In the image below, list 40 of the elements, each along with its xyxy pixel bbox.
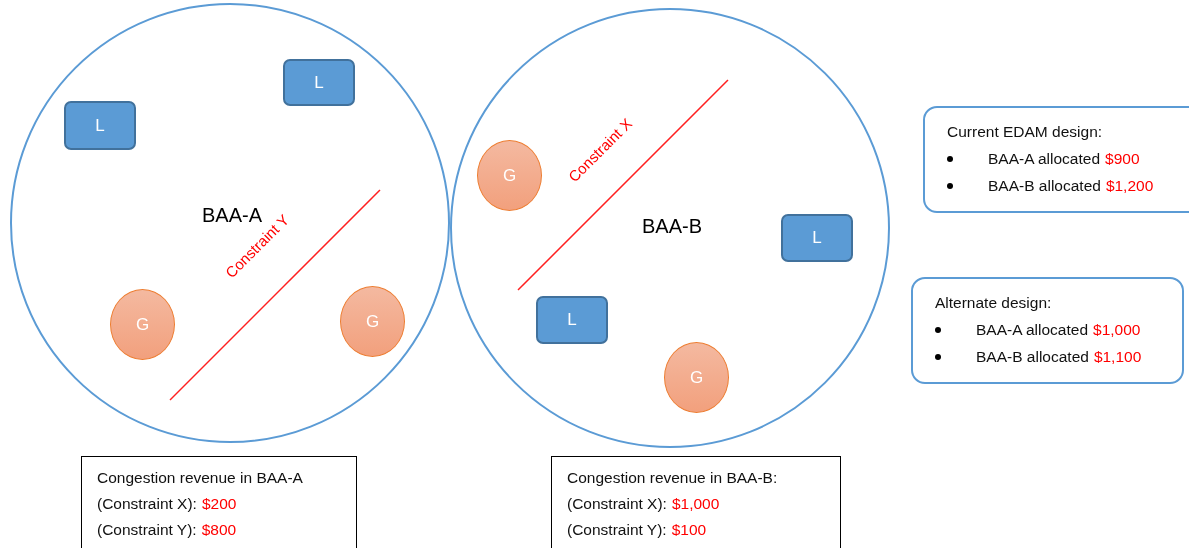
node-label: G [689,367,704,388]
item-label: BAA-B allocated [988,176,1101,196]
region-label: BAA-A [202,203,262,226]
node-label: L [314,72,324,93]
design-box [911,277,1184,384]
node-label: G [502,165,517,186]
load-box [781,214,853,262]
amount-value: $900 [1105,149,1140,169]
node-label: L [812,228,822,248]
node-label: G [135,314,150,335]
revenue-box [551,456,841,548]
node-label: L [567,310,577,330]
item-label: BAA-B allocated [976,347,1089,367]
amount-value: $1,000 [671,494,720,514]
amount-value: $800 [201,520,237,540]
node-label: G [365,311,380,332]
amount-value: $1,000 [1093,320,1141,340]
load-box [536,296,608,344]
item-label: (Constraint X): [97,494,197,514]
item-label: BAA-A allocated [988,149,1100,169]
region-circle [450,8,890,448]
amount-value: $100 [671,520,707,540]
region-circle [10,3,450,443]
item-label: (Constraint X): [567,494,667,514]
design-box [923,106,1189,213]
load-box [64,101,136,150]
revenue-box [81,456,357,548]
item-label: (Constraint Y): [97,520,197,540]
amount-value: $200 [201,494,237,514]
box-heading: Congestion revenue in BAA-B: [567,468,779,488]
box-heading: Congestion revenue in BAA-A [97,468,304,488]
box-heading: Current EDAM design: [947,122,1104,142]
amount-value: $1,200 [1105,176,1154,196]
region-label: BAA-B [642,214,702,238]
load-box [283,59,355,106]
item-label: BAA-A allocated [976,320,1088,340]
item-label: (Constraint Y): [567,520,667,540]
box-heading: Alternate design: [935,293,1053,313]
node-label: L [95,115,105,136]
amount-value: $1,100 [1093,347,1142,367]
